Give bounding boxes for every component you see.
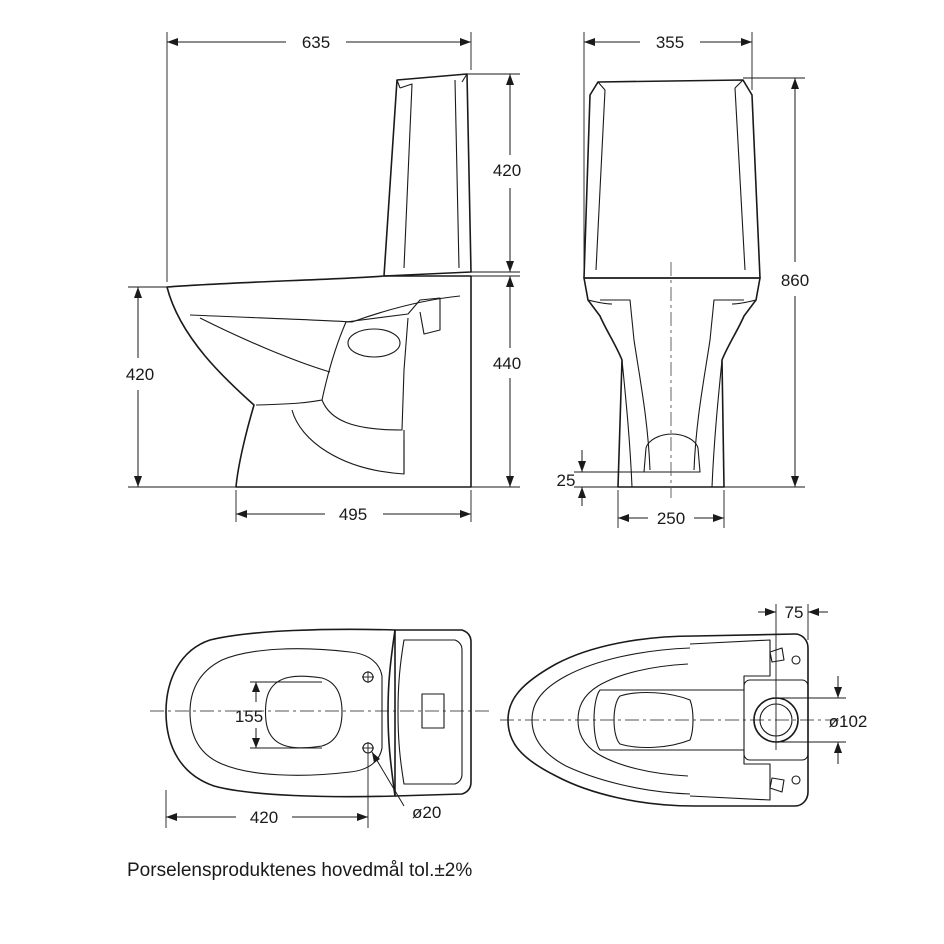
side-view-dimensions: 635 420 440 420 495 xyxy=(126,32,521,524)
top-view-dimensions: 155 420 ø20 xyxy=(165,681,441,828)
tolerance-caption: Porselensproduktenes hovedmål tol.±2% xyxy=(127,860,473,881)
top-view xyxy=(150,628,490,798)
front-view-dimensions: 355 860 25 250 xyxy=(557,32,809,528)
dim-bottom-outlet-diameter: ø102 xyxy=(829,712,868,731)
bottom-view xyxy=(500,633,846,807)
dim-top-seat-inner-width: 155 xyxy=(235,707,263,726)
dim-side-base-depth: 495 xyxy=(339,505,367,524)
side-view xyxy=(166,73,472,488)
dim-top-hole-diameter: ø20 xyxy=(412,803,441,822)
dim-front-base-width: 250 xyxy=(657,509,685,528)
dim-side-seat-height: 420 xyxy=(126,365,154,384)
dim-bottom-outlet-offset: 75 xyxy=(785,603,804,622)
bottom-view-dimensions: 75 ø102 xyxy=(758,603,867,764)
dim-side-bowl-height: 440 xyxy=(493,354,521,373)
dim-top-bowl-to-holes: 420 xyxy=(250,808,278,827)
dim-front-width: 355 xyxy=(656,33,684,52)
front-view xyxy=(583,79,761,498)
dim-side-tank-height: 420 xyxy=(493,161,521,180)
dim-front-total-height: 860 xyxy=(781,271,809,290)
dim-front-base-offset: 25 xyxy=(557,471,576,490)
dim-side-total-depth: 635 xyxy=(302,33,330,52)
